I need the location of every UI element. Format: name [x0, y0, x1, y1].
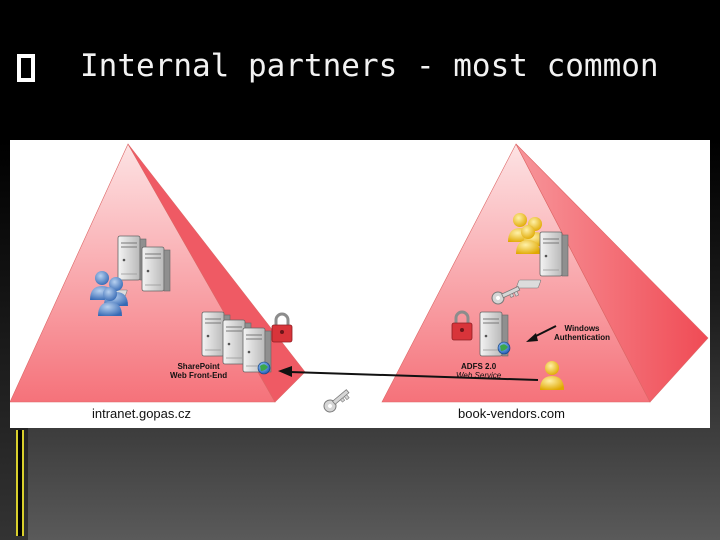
title-band [28, 0, 720, 140]
sharepoint-label-line2: Web Front-End [170, 371, 228, 380]
windows-auth-label-line1: Windows [564, 324, 600, 333]
key-icon [321, 386, 352, 415]
right-domain-label: book-vendors.com [458, 406, 565, 421]
accent-bar [16, 430, 24, 536]
windows-auth-label: Windows Authentication [554, 324, 610, 342]
globe-icon [257, 361, 271, 375]
sharepoint-label-line1: SharePoint [177, 362, 220, 371]
globe-icon [497, 341, 511, 355]
lock-icon [270, 312, 294, 344]
auth-arrow [526, 325, 557, 342]
sharepoint-label: SharePoint Web Front-End [170, 362, 227, 380]
windows-auth-label-line2: Authentication [554, 333, 610, 342]
token-arrow [278, 366, 539, 381]
adfs-label-line2: Web Service [456, 371, 502, 380]
slide-title: Internal partners - most common [80, 48, 659, 84]
right-pyramid [381, 143, 709, 403]
adfs-label: ADFS 2.0 Web Service [456, 362, 501, 380]
federation-diagram: SharePoint Web Front-End ADFS 2.0 Web Se… [10, 140, 710, 428]
title-bullet-icon [17, 54, 35, 82]
diagram-canvas [10, 143, 709, 415]
server-icon [516, 231, 569, 289]
left-domain-label: intranet.gopas.cz [92, 406, 192, 421]
adfs-label-line1: ADFS 2.0 [461, 362, 497, 371]
